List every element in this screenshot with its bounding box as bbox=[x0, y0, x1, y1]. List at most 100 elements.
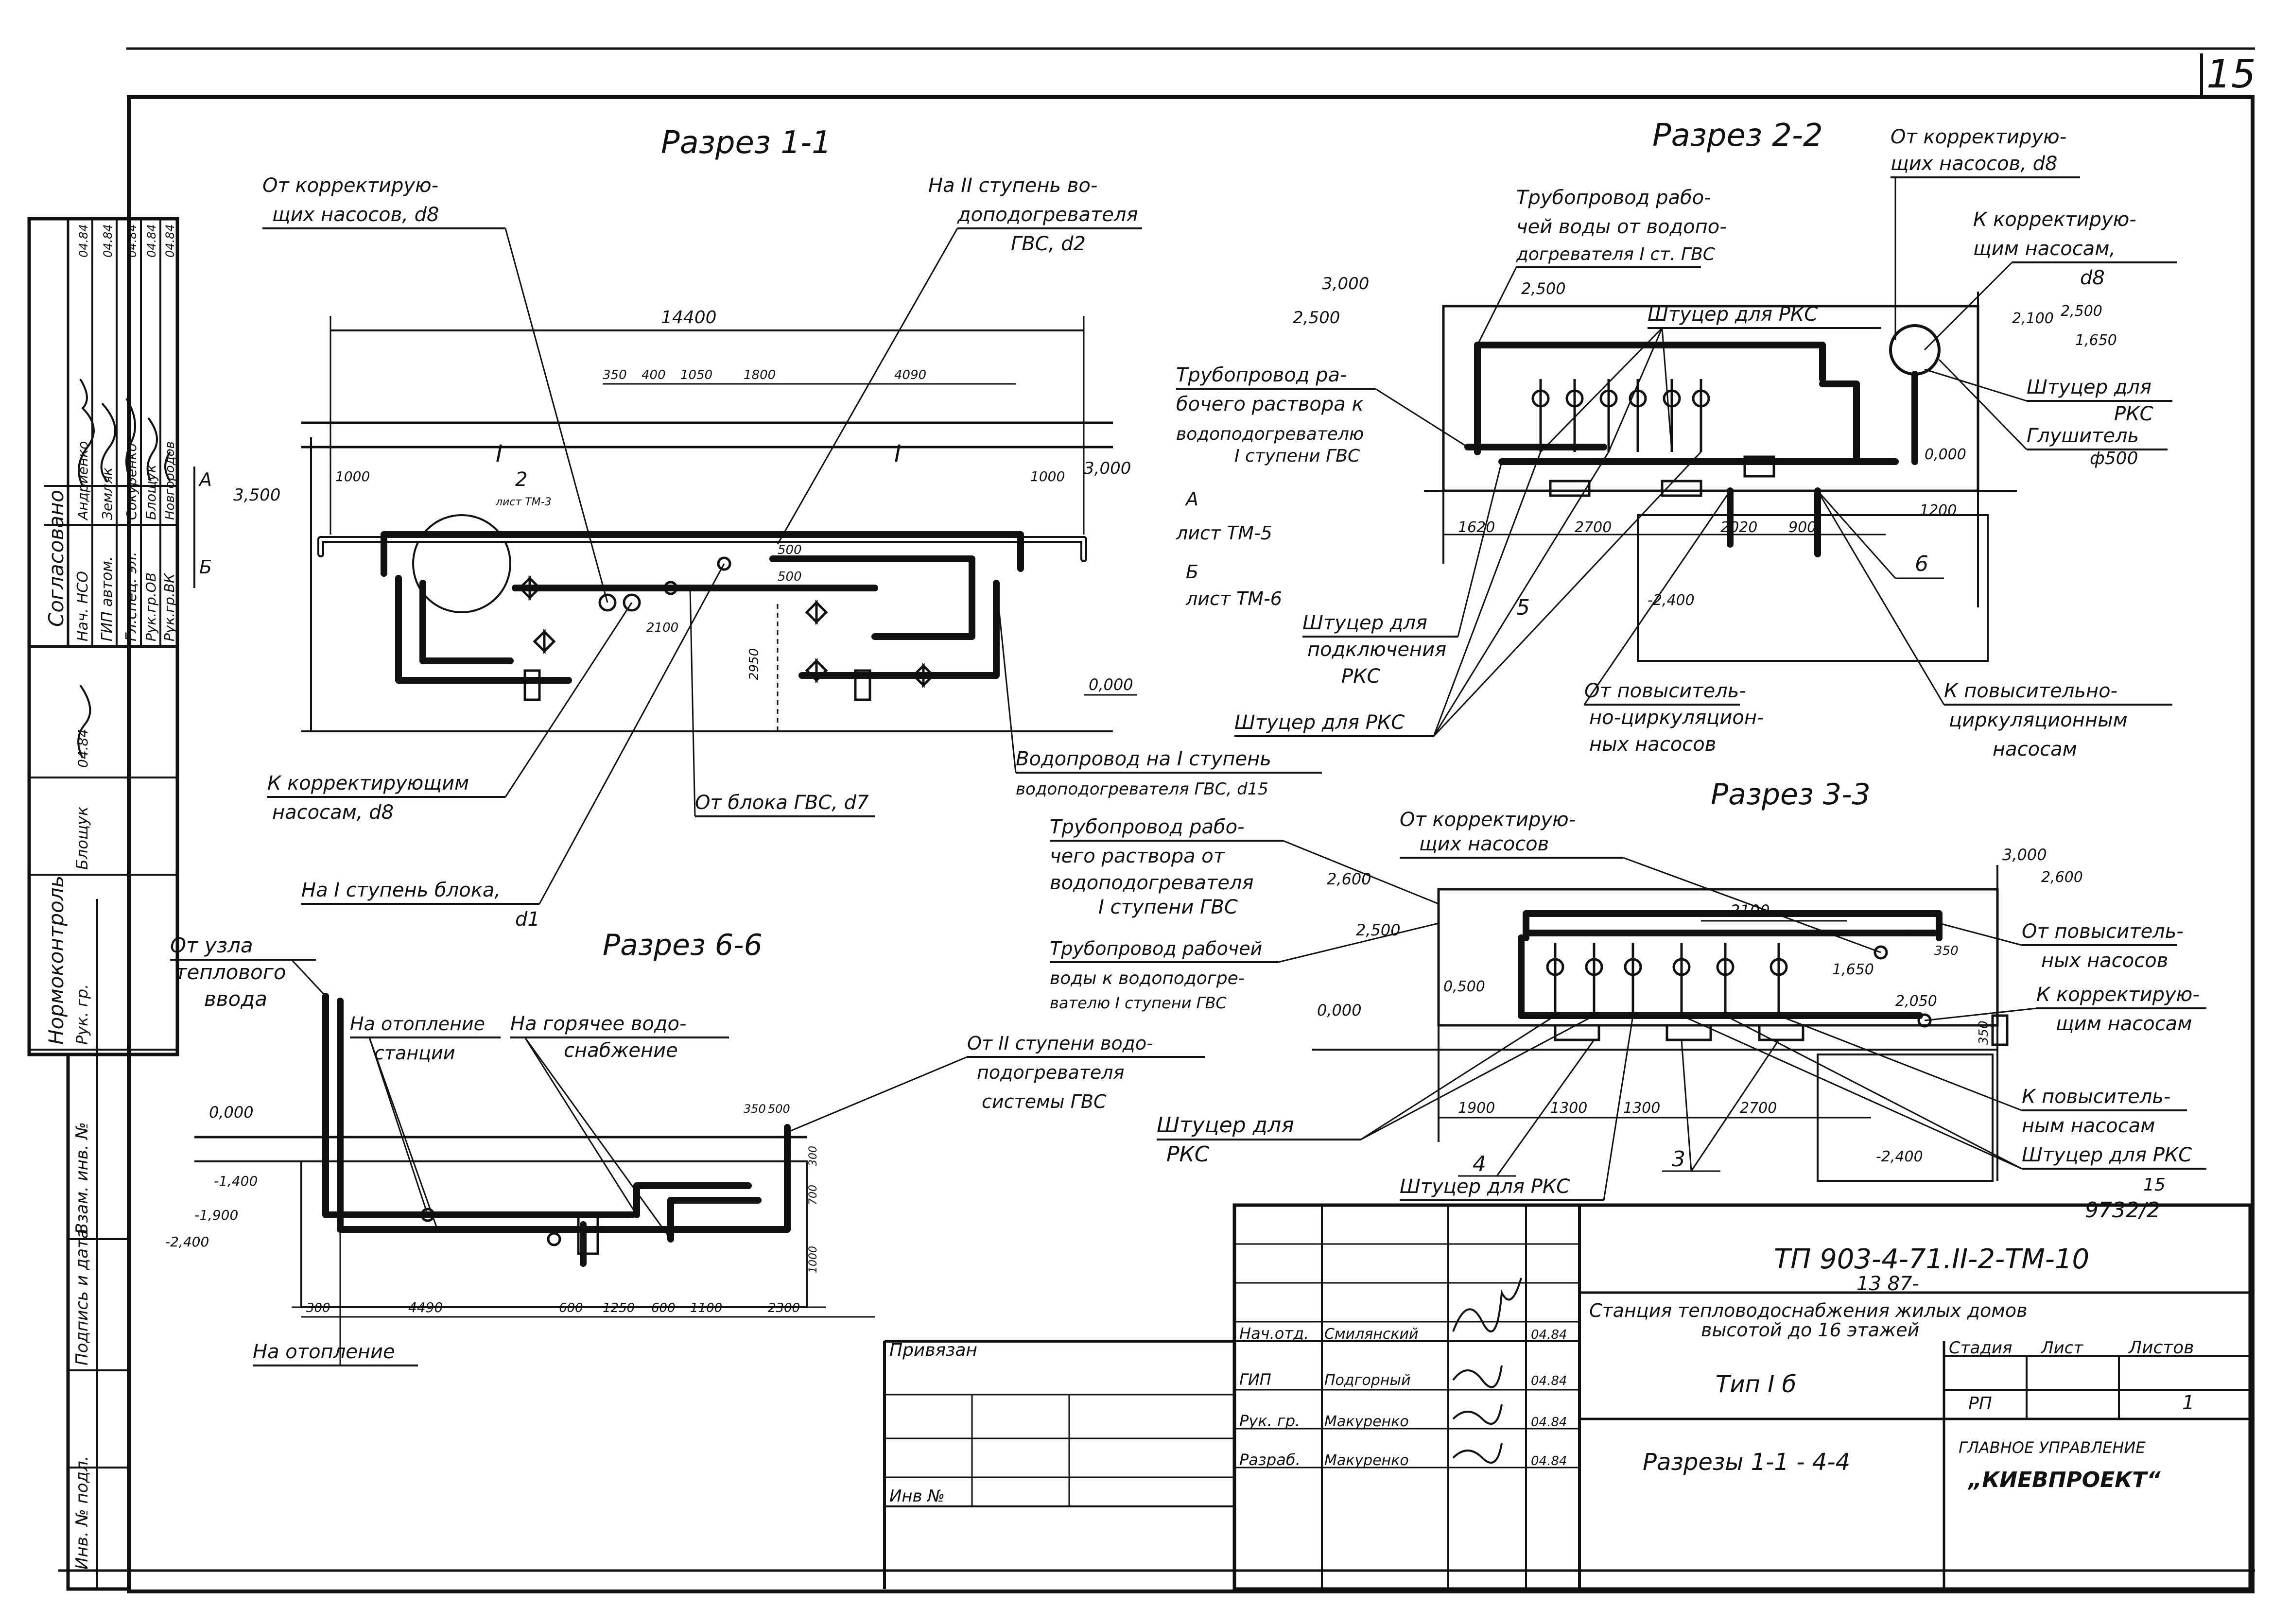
stage-label: Стадия bbox=[1949, 1338, 2012, 1358]
dim: 700 bbox=[807, 1185, 819, 1205]
approval-name: Блощук bbox=[143, 465, 159, 520]
label-from-node: ввода bbox=[204, 987, 267, 1011]
dim: 1000 bbox=[807, 1246, 819, 1273]
dim: 350 bbox=[603, 368, 627, 382]
normcontrol-date: 04.84 bbox=[75, 729, 91, 768]
approval-name: Земляк bbox=[99, 467, 115, 520]
approval-role: Гл.спец. эл. bbox=[123, 552, 140, 641]
dim: 500 bbox=[778, 570, 802, 584]
section-3-3: Разрез 3-3 3,000 2,600 2,600 2,500 0,500… bbox=[1050, 777, 2206, 1223]
level-mark: 3,500 bbox=[233, 485, 280, 505]
callout-4: 4 bbox=[1473, 1152, 1486, 1176]
section-2-2: Разрез 2-2 3,000 2,500 2,500 2,100 2,500… bbox=[1176, 118, 2177, 760]
label-to-corr-pumps: К корректирующим bbox=[267, 772, 469, 795]
sheet-ref-b: лист ТМ-6 bbox=[1185, 588, 1282, 609]
dim: 4490 bbox=[408, 1299, 443, 1315]
label-silencer: Глушитель bbox=[2027, 425, 2139, 447]
dim: 1250 bbox=[603, 1301, 635, 1315]
level-mark: 2,500 bbox=[1293, 308, 1340, 328]
label-hot-water: снабжение bbox=[564, 1039, 678, 1062]
dim: 900 bbox=[1788, 519, 1816, 536]
person-name: Смилянский bbox=[1324, 1326, 1419, 1343]
roman-mark: I bbox=[894, 440, 901, 467]
section-ref-b: Б bbox=[199, 556, 212, 578]
label-fitting-connect: подключения bbox=[1307, 639, 1446, 661]
level-mark: 2,500 bbox=[1521, 279, 1566, 298]
label-pipe-solution-3: I ступени ГВС bbox=[1098, 896, 1238, 918]
dim: 300 bbox=[807, 1146, 819, 1166]
label-fitting-connect: РКС bbox=[1341, 665, 1381, 688]
callout-sheet: лист ТМ-3 bbox=[495, 496, 552, 508]
label-pipe-work-solution: бочего раствора к bbox=[1176, 393, 1364, 415]
person-date: 04.84 bbox=[1531, 1328, 1567, 1342]
label-from-corr-2: щих насосов, d8 bbox=[1891, 153, 2058, 175]
dim: 500 bbox=[778, 543, 802, 557]
dim: 300 bbox=[306, 1301, 330, 1315]
dim-total: 14400 bbox=[661, 308, 717, 328]
dim: 500 bbox=[768, 1102, 790, 1116]
level-mark: -2,400 bbox=[1876, 1148, 1923, 1165]
section-2-title: Разрез 2-2 bbox=[1652, 118, 1823, 154]
project-name: высотой до 16 этажей bbox=[1701, 1319, 1919, 1341]
inv-replace-label: Взам. инв. № bbox=[72, 1122, 92, 1234]
dim: 400 bbox=[642, 368, 666, 382]
label-from-corr: щих насосов, d8 bbox=[272, 204, 439, 226]
person-role: Рук. гр. bbox=[1239, 1412, 1300, 1430]
level-mark: 2,600 bbox=[1327, 870, 1371, 888]
level-mark: 0,000 bbox=[1925, 446, 1966, 463]
approved-label: Согласовано bbox=[44, 490, 68, 627]
callout-number: 2 bbox=[515, 468, 527, 491]
approval-stamp: Согласовано Нач. НСО Андриенко 04.84 ГИП… bbox=[27, 217, 179, 1591]
level-mark: 0,000 bbox=[1089, 675, 1133, 694]
label-from-stage2: системы ГВС bbox=[982, 1091, 1107, 1112]
dim: 350 bbox=[1977, 1020, 1991, 1045]
label-pipe-solution-3: чего раствора от bbox=[1050, 845, 1226, 867]
approval-date: 04.84 bbox=[77, 224, 90, 258]
drawing-code: ТП 903-4-71.II-2-ТМ-10 bbox=[1774, 1244, 2089, 1275]
approval-name: Сокуренко bbox=[123, 443, 139, 520]
level-mark: -1,400 bbox=[214, 1173, 258, 1189]
label-pipe-work-water: Трубопровод рабо- bbox=[1516, 187, 1711, 209]
sheet-ref-a: лист ТМ-5 bbox=[1176, 522, 1272, 544]
label-from-stage2: подогревателя bbox=[977, 1062, 1124, 1083]
dim: 1000 bbox=[1030, 468, 1065, 484]
org-line-1: ГЛАВНОЕ УПРАВЛЕНИЕ bbox=[1959, 1438, 2146, 1457]
dim: 1300 bbox=[1623, 1100, 1660, 1117]
callout-6: 6 bbox=[1915, 552, 1928, 576]
label-heating: На отопление bbox=[253, 1341, 395, 1363]
label-to-boost-3: К повыситель- bbox=[2022, 1086, 2170, 1108]
label-silencer: ф500 bbox=[2090, 449, 2138, 468]
section-ref-b: Б bbox=[1186, 561, 1198, 583]
label-from-corr-3: От корректирую- bbox=[1400, 809, 1576, 831]
label-to-corr-2: d8 bbox=[2080, 267, 2105, 289]
dim: 1900 bbox=[1458, 1100, 1495, 1117]
sheet-ref-3: 15 bbox=[2143, 1175, 2166, 1195]
dim: 1800 bbox=[744, 368, 776, 382]
label-heating-station: станции bbox=[374, 1042, 455, 1064]
level-mark: -2,400 bbox=[165, 1234, 209, 1250]
level-mark: 2,100 bbox=[2012, 310, 2054, 327]
level-mark: 0,000 bbox=[209, 1103, 254, 1122]
level-mark: 2,600 bbox=[2041, 869, 2083, 886]
level-mark: 3,000 bbox=[2002, 846, 2047, 864]
label-from-boost: ных насосов bbox=[1589, 733, 1716, 756]
label-fitting-rks-3l: РКС bbox=[1166, 1142, 1210, 1167]
person-date: 04.84 bbox=[1531, 1415, 1567, 1430]
label-fitting-rks-right: РКС bbox=[2114, 403, 2153, 425]
label-to-corr-2: щим насосам, bbox=[1973, 238, 2116, 260]
dim: 2100 bbox=[646, 621, 678, 635]
dim: 1300 bbox=[1550, 1100, 1587, 1117]
level-mark: 3,000 bbox=[1322, 274, 1369, 294]
label-from-block: От блока ГВС, d7 bbox=[695, 792, 869, 814]
dim: 2300 bbox=[768, 1301, 800, 1315]
label-pipe-solution-3: водоподогревателя bbox=[1050, 872, 1254, 894]
dim: 2020 bbox=[1720, 519, 1757, 536]
approval-rows: Нач. НСО Андриенко 04.84 ГИП автом. Земл… bbox=[74, 224, 177, 641]
label-fitting-connect: Штуцер для bbox=[1302, 612, 1427, 634]
section-1-title: Разрез 1-1 bbox=[661, 125, 832, 161]
callout-3: 3 bbox=[1672, 1147, 1685, 1172]
label-to-boost: насосам bbox=[1993, 738, 2077, 760]
label-to-boost: циркуляционным bbox=[1949, 709, 2128, 731]
project-name: Станция тепловодоснабжения жилых домов bbox=[1589, 1300, 2028, 1321]
person-name: Подгорный bbox=[1324, 1372, 1411, 1389]
